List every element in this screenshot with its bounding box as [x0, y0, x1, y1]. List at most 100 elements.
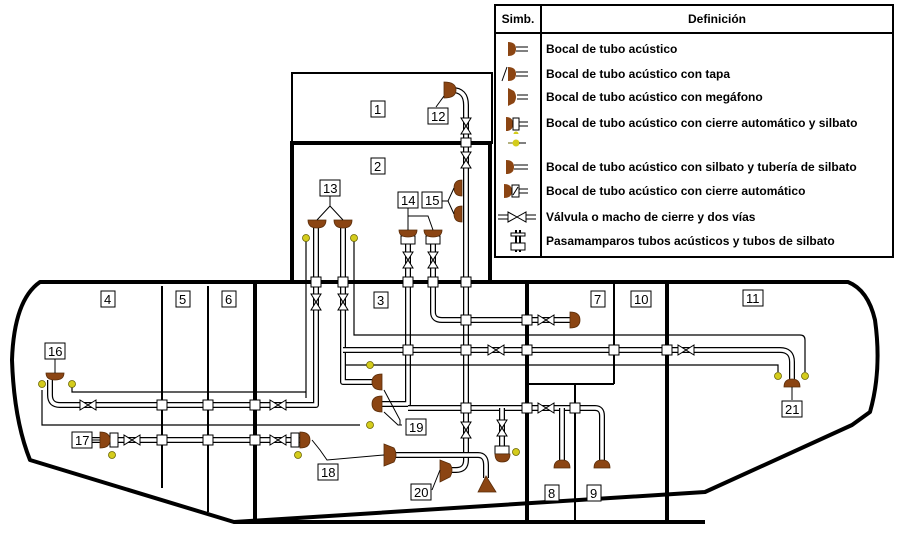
valve-icon — [269, 399, 287, 411]
svg-text:18: 18 — [321, 465, 335, 480]
mouthpiece-icon — [307, 219, 327, 229]
station-label: 20 — [410, 483, 432, 501]
compartment-label: 4 — [100, 290, 116, 308]
compartment-labels: 1 2 3 4 5 6 7 8 9 10 11 — [100, 100, 764, 502]
valve-icon — [460, 117, 472, 135]
legend-row: Válvula o macho de cierre y dos vías — [496, 206, 892, 228]
mouthpiece-icon — [423, 229, 443, 238]
compartment-label: 10 — [630, 290, 652, 308]
valve-icon — [427, 251, 439, 269]
whistle-icon — [350, 234, 358, 242]
svg-text:7: 7 — [594, 292, 601, 307]
svg-text:20: 20 — [414, 485, 428, 500]
whistle-icon — [38, 380, 46, 388]
legend-row: Bocal de tubo acústico — [496, 38, 892, 60]
station-labels: 12 13 14 15 16 17 18 19 20 21 — [44, 107, 803, 501]
whistle-icon — [512, 448, 520, 456]
valve-icon — [487, 344, 505, 356]
mouthpiece-icon — [333, 219, 353, 229]
mouthpiece-icon — [371, 373, 383, 391]
whistles — [38, 234, 809, 459]
valve-icon — [677, 344, 695, 356]
mouthpiece-icon — [453, 205, 463, 223]
mouthpiece-icon — [99, 431, 111, 449]
valves — [79, 117, 695, 446]
whistle-icon — [366, 421, 374, 429]
valve-icon — [123, 434, 141, 446]
svg-text:21: 21 — [785, 402, 799, 417]
whistle-icon — [108, 451, 116, 459]
mouthpiece-icon — [453, 179, 463, 197]
whistle-icon — [801, 372, 809, 380]
legend-row: Pasamamparos tubos acústicos y tubos de … — [496, 230, 892, 252]
compartment-label: 3 — [373, 291, 389, 309]
valve-icon — [537, 402, 555, 414]
whistle-icon — [302, 234, 310, 242]
mouthpiece-icon — [553, 459, 571, 469]
svg-text:15: 15 — [425, 193, 439, 208]
compartment-label: 2 — [370, 157, 386, 175]
compartment-label: 1 — [370, 100, 386, 118]
svg-text:1: 1 — [374, 102, 381, 117]
compartment-label: 7 — [590, 290, 606, 308]
megaphone-icon — [477, 475, 497, 493]
svg-text:2: 2 — [374, 159, 381, 174]
two-way-shutoff-valve-icon — [498, 211, 536, 223]
legend-row: Bocal de tubo acústico con cierre automá… — [496, 180, 892, 202]
speaking-tube-autoclose-icon — [504, 184, 528, 198]
mouthpieces — [45, 81, 801, 493]
valve-icon — [79, 399, 97, 411]
compartment-label: 11 — [742, 289, 764, 307]
valve-icon — [337, 293, 349, 311]
autoclose-boxes — [109, 235, 510, 455]
svg-text:10: 10 — [634, 292, 648, 307]
station-label: 13 — [319, 179, 341, 197]
whistle-icon — [508, 139, 526, 147]
station-label: 12 — [427, 107, 449, 125]
speaking-tube-mouthpiece-lid-icon — [501, 66, 528, 82]
legend-divider — [540, 34, 542, 256]
valve-icon — [460, 151, 472, 169]
svg-text:19: 19 — [409, 420, 423, 435]
mouthpiece-icon — [494, 453, 511, 463]
svg-text:4: 4 — [104, 292, 111, 307]
svg-text:5: 5 — [179, 292, 186, 307]
svg-text:8: 8 — [548, 486, 555, 501]
speaking-tube-mouthpiece-icon — [508, 42, 528, 56]
station-label: 16 — [44, 342, 66, 360]
legend-body: Bocal de tubo acústico Bocal de tubo acú… — [496, 34, 892, 256]
legend-table: Simb. Definición Bocal de tubo acústico … — [494, 4, 894, 258]
station-label: 19 — [405, 418, 427, 436]
legend-header-definition: Definición — [687, 12, 746, 26]
legend-row: Bocal de tubo acústico con cierre automá… — [496, 112, 892, 137]
compartment-label: 5 — [175, 290, 191, 308]
valve-icon — [537, 314, 555, 326]
svg-text:16: 16 — [48, 344, 62, 359]
valve-icon — [310, 293, 322, 311]
valve-icon — [402, 251, 414, 269]
legend-header: Simb. Definición — [496, 6, 892, 34]
station-label: 17 — [71, 431, 93, 449]
mouthpiece-icon — [443, 81, 457, 99]
megaphone-icon — [439, 459, 453, 483]
leader-lines — [54, 95, 793, 491]
svg-text:17: 17 — [75, 433, 89, 448]
speaking-tube-megaphone-icon — [508, 88, 528, 106]
valve-icon — [269, 434, 287, 446]
mouthpiece-icon — [569, 311, 581, 329]
legend-row: Bocal de tubo acústico con silbato y tub… — [496, 156, 892, 178]
legend-header-symbol: Simb. — [496, 6, 542, 32]
legend-row: Bocal de tubo acústico con megáfono — [496, 86, 892, 108]
svg-text:6: 6 — [225, 292, 232, 307]
whistle-icon — [68, 380, 76, 388]
whistle-icon — [366, 361, 374, 369]
penetrations — [156, 137, 673, 446]
valve-icon — [496, 419, 508, 437]
whistle-icon — [774, 372, 782, 380]
svg-text:12: 12 — [431, 109, 445, 124]
whistle-icon — [294, 451, 302, 459]
station-label: 15 — [421, 191, 443, 209]
bulkhead-penetration-icon — [510, 230, 526, 252]
legend-row — [496, 132, 892, 154]
